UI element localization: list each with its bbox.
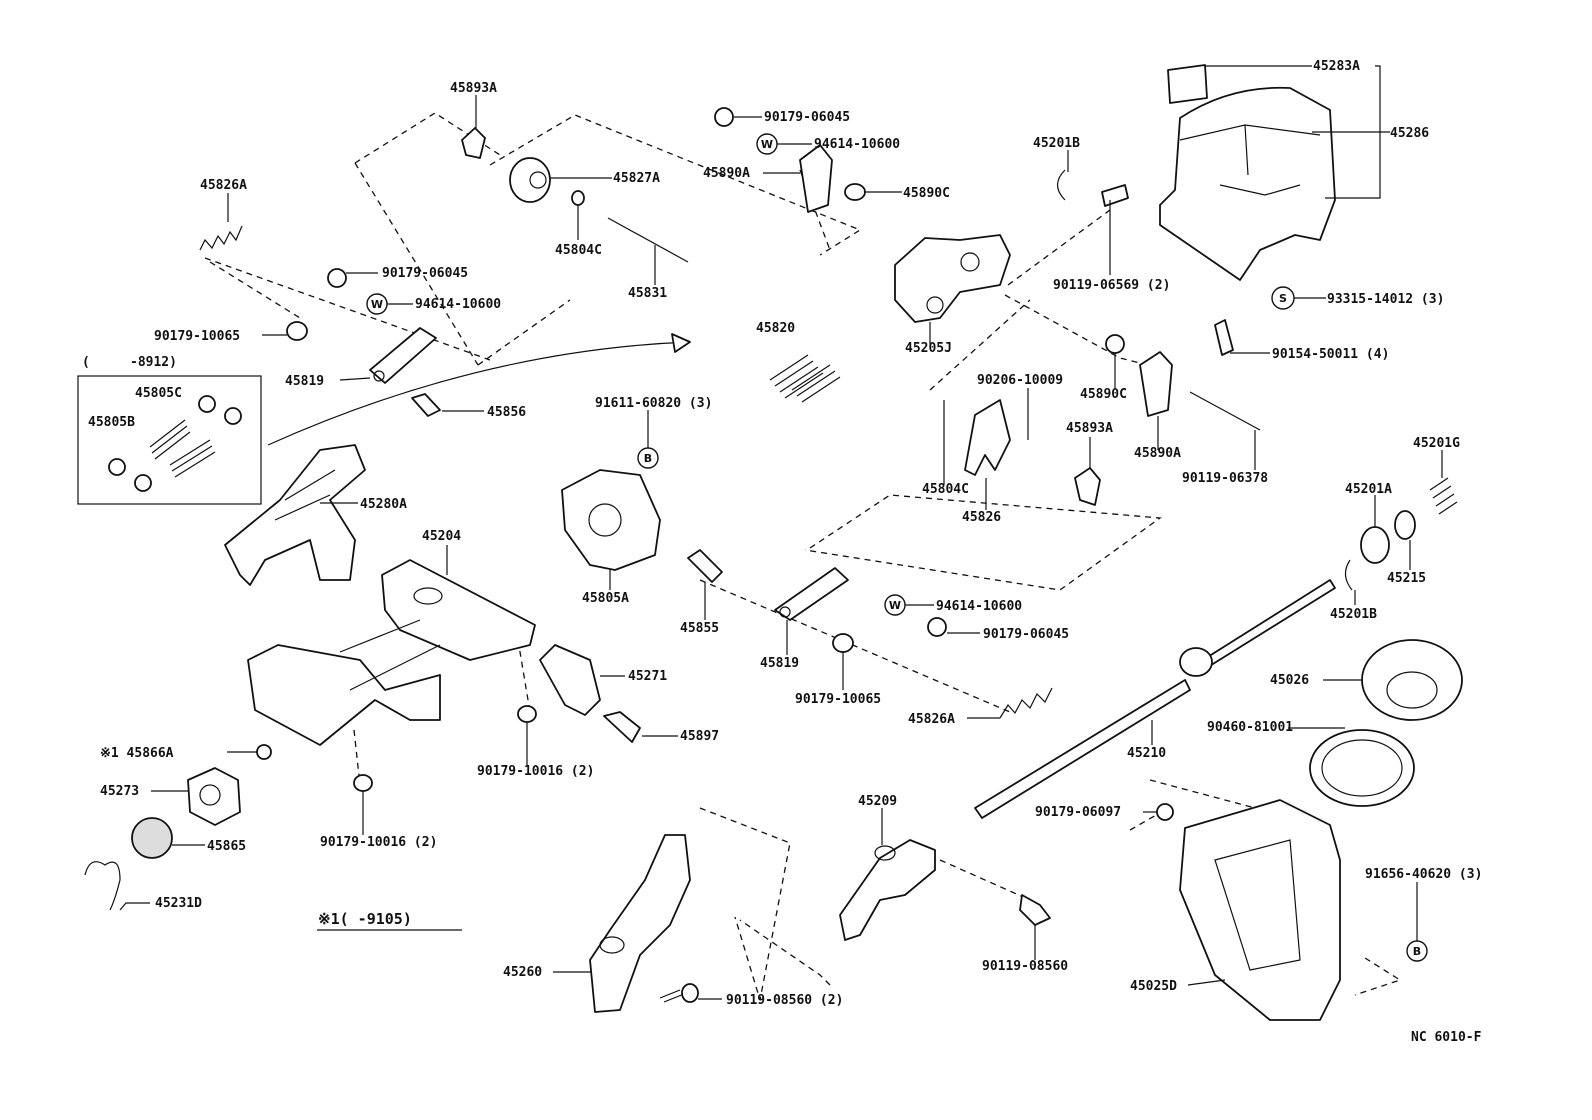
- part-label: 45827A: [613, 171, 660, 186]
- part-label: 45897: [680, 729, 719, 744]
- part-label: 45865: [207, 839, 246, 854]
- washer-symbol: W: [371, 298, 383, 311]
- nut-icon: [1156, 803, 1174, 821]
- part-label: 90206-10009: [977, 373, 1063, 388]
- part-label: 45820: [756, 321, 795, 336]
- part-label: 45893A: [1066, 421, 1113, 436]
- column-cover-shape: [1159, 86, 1336, 281]
- part-label: 45890A: [703, 166, 750, 181]
- part-label: 45890A: [1134, 446, 1181, 461]
- part-label: 45805B: [88, 415, 135, 430]
- nut-icon: [327, 268, 347, 288]
- part-label: 45805A: [582, 591, 629, 606]
- nut-icon: [714, 107, 734, 127]
- part-label: 45804C: [555, 243, 602, 258]
- part-label: 90119-06569 (2): [1053, 278, 1170, 293]
- range-open: (: [82, 355, 90, 370]
- part-label: 45826A: [908, 712, 955, 727]
- nut-icon: [927, 617, 947, 637]
- inset-box: [77, 375, 262, 505]
- part-label: 45205J: [905, 341, 952, 356]
- part-label: 90179-10016 (2): [477, 764, 594, 779]
- part-label: 45890C: [1080, 387, 1127, 402]
- part-label: 90460-81001: [1207, 720, 1293, 735]
- part-label: 45215: [1387, 571, 1426, 586]
- part-label: 45260: [503, 965, 542, 980]
- part-label: 90179-06045: [382, 266, 468, 281]
- part-label: 94614-10600: [936, 599, 1022, 614]
- part-label: 45804C: [922, 482, 969, 497]
- part-label: 45890C: [903, 186, 950, 201]
- leader-lines: [119, 65, 1443, 1000]
- part-label: 90179-06045: [764, 110, 850, 125]
- part-label: 90179-10065: [795, 692, 881, 707]
- part-sketches: [77, 64, 1463, 1021]
- part-label: 90179-06097: [1035, 805, 1121, 820]
- part-label: 94614-10600: [814, 137, 900, 152]
- part-label: 45271: [628, 669, 667, 684]
- part-label: 91611-60820 (3): [595, 396, 712, 411]
- part-label: 45201B: [1033, 136, 1080, 151]
- bolt-symbol: B: [1413, 945, 1421, 958]
- part-label: 45893A: [450, 81, 497, 96]
- part-label: 45826: [962, 510, 1001, 525]
- part-label: 45805C: [135, 386, 182, 401]
- part-label: 90179-10016 (2): [320, 835, 437, 850]
- washer-symbol: W: [889, 599, 901, 612]
- part-label: 90179-06045: [983, 627, 1069, 642]
- part-label: 45286: [1390, 126, 1429, 141]
- part-label: 45856: [487, 405, 526, 420]
- part-label: 45855: [680, 621, 719, 636]
- part-label: 45026: [1270, 673, 1309, 688]
- part-label: 45204: [422, 529, 461, 544]
- part-label: ※1 45866A: [100, 746, 174, 761]
- part-label: 90179-10065: [154, 329, 240, 344]
- part-label: 45201G: [1413, 436, 1460, 451]
- note-label: ※1( -9105): [318, 910, 412, 928]
- spring-icon: [769, 354, 841, 403]
- part-label: 45826A: [200, 178, 247, 193]
- part-label: 45201B: [1330, 607, 1377, 622]
- bolt-symbol: B: [644, 452, 652, 465]
- diagram-reference: NC 6010-F: [1411, 1030, 1482, 1045]
- part-label: 91656-40620 (3): [1365, 867, 1482, 882]
- part-label: 45209: [858, 794, 897, 809]
- label-plate-shape: [1167, 64, 1208, 104]
- part-label: 90119-08560 (2): [726, 993, 843, 1008]
- circle-symbols: W W W S B B: [371, 138, 1421, 958]
- part-label: 90154-50011 (4): [1272, 347, 1389, 362]
- screw-symbol: S: [1279, 292, 1287, 305]
- part-label: 45819: [285, 374, 324, 389]
- part-label: 45831: [628, 286, 667, 301]
- part-label: 45201A: [1345, 482, 1392, 497]
- part-label: 94614-10600: [415, 297, 501, 312]
- part-labels: 45283A 45286 45893A 90179-06045 94614-10…: [82, 59, 1482, 1045]
- part-label: 45280A: [360, 497, 407, 512]
- part-label: 45231D: [155, 896, 202, 911]
- part-label: 45210: [1127, 746, 1166, 761]
- part-label: 45273: [100, 784, 139, 799]
- part-label: -8912): [130, 355, 177, 370]
- part-label: 93315-14012 (3): [1327, 292, 1444, 307]
- part-label: 45819: [760, 656, 799, 671]
- part-label: 90119-08560: [982, 959, 1068, 974]
- part-label: 45025D: [1130, 979, 1177, 994]
- part-label: 45283A: [1313, 59, 1360, 74]
- washer-symbol: W: [761, 138, 773, 151]
- part-label: 90119-06378: [1182, 471, 1268, 486]
